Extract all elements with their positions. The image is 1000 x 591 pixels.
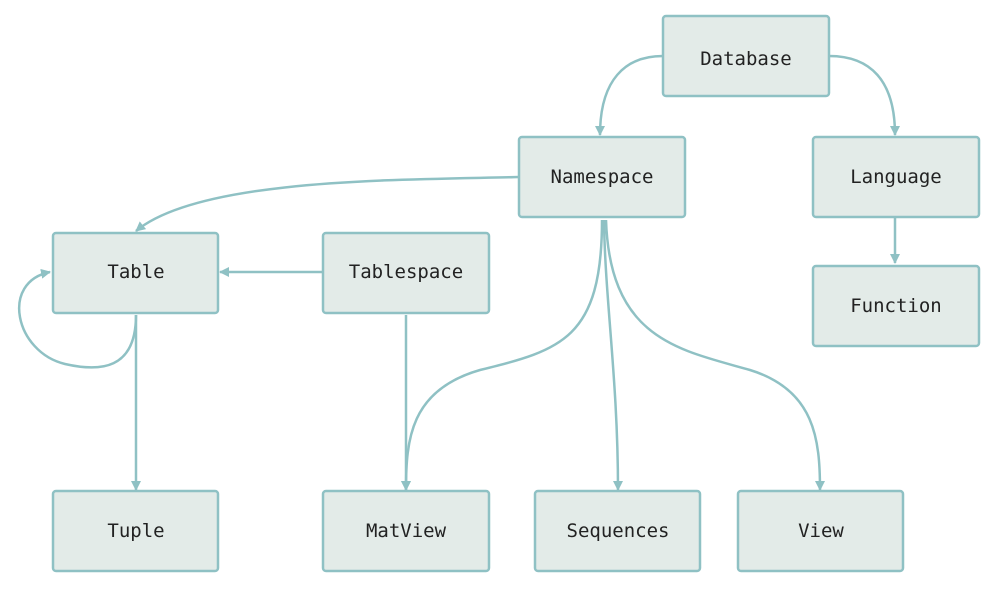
edges — [17, 54, 900, 491]
edge-database-namespace — [595, 54, 664, 136]
node-label-namespace: Namespace — [551, 166, 654, 188]
node-label-sequences: Sequences — [567, 520, 670, 542]
node-language[interactable]: Language — [811, 135, 981, 219]
edge-namespace-view — [604, 219, 825, 491]
node-label-tuple: Tuple — [107, 520, 164, 542]
edge-namespace-sequences — [602, 219, 623, 491]
edge-namespace-matview — [401, 219, 604, 491]
node-sequences[interactable]: Sequences — [533, 489, 702, 573]
node-tablespace[interactable]: Tablespace — [321, 231, 491, 315]
node-tuple[interactable]: Tuple — [51, 489, 220, 573]
node-function[interactable]: Function — [811, 264, 981, 348]
node-label-table: Table — [107, 261, 164, 283]
node-label-matview: MatView — [366, 520, 447, 542]
node-label-database: Database — [700, 48, 792, 70]
edge-database-language — [828, 54, 900, 136]
node-table[interactable]: Table — [51, 231, 220, 315]
node-label-tablespace: Tablespace — [349, 261, 463, 283]
node-database[interactable]: Database — [661, 14, 831, 98]
edge-namespace-table — [135, 175, 520, 232]
node-matview[interactable]: MatView — [321, 489, 491, 573]
edge-table-self — [17, 268, 138, 369]
node-namespace[interactable]: Namespace — [517, 135, 687, 219]
node-label-view: View — [798, 520, 844, 542]
node-label-language: Language — [850, 166, 942, 188]
node-label-function: Function — [850, 295, 942, 317]
node-view[interactable]: View — [736, 489, 905, 573]
